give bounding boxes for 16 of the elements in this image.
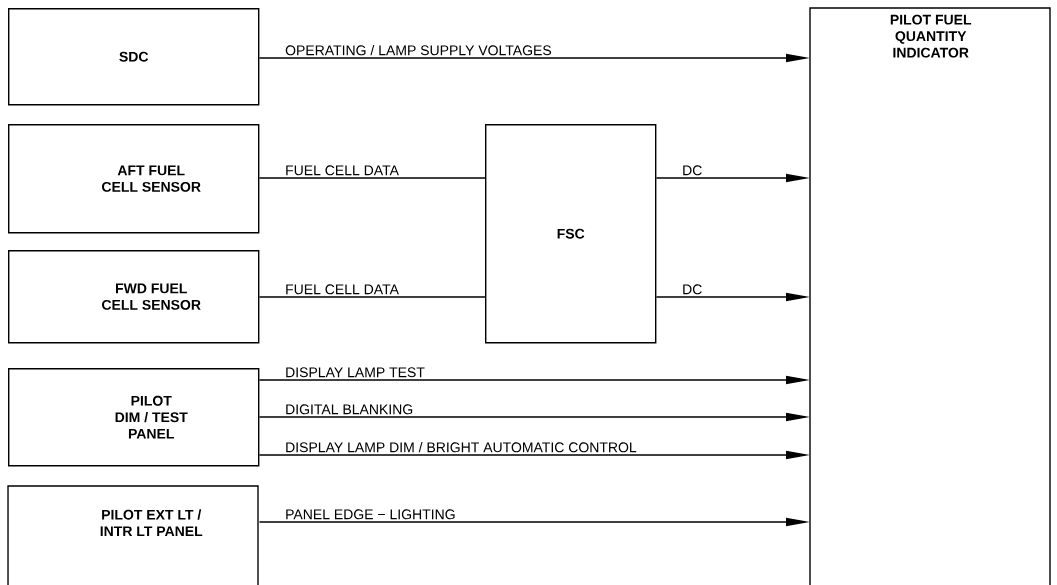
edge-label: DIGITAL BLANKING [286, 404, 413, 415]
block-box: PILOT DIM / TEST PANEL [8, 368, 260, 467]
block-box: FWD FUEL CELL SENSOR [8, 250, 260, 344]
edge-label: FUEL CELL DATA [286, 165, 399, 176]
edge-label: DISPLAY LAMP DIM / BRIGHT AUTOMATIC CONTROL [286, 442, 637, 453]
block-box: PILOT FUEL QUANTITY INDICATOR [809, 7, 1051, 585]
edge-label: OPERATING / LAMP SUPPLY VOLTAGES [285, 45, 552, 56]
block-box: AFT FUEL CELL SENSOR [8, 124, 260, 234]
edge-label: DC [683, 284, 702, 295]
block-box: SDC [8, 8, 260, 106]
edge-label: DISPLAY LAMP TEST [286, 367, 425, 378]
block-box: PILOT EXT LT / INTR LT PANEL [7, 485, 259, 585]
block-box: FSC [485, 124, 657, 344]
edge-label: PANEL EDGE − LIGHTING [286, 509, 455, 520]
edge-label: FUEL CELL DATA [286, 284, 399, 295]
edge-label: DC [683, 165, 702, 176]
